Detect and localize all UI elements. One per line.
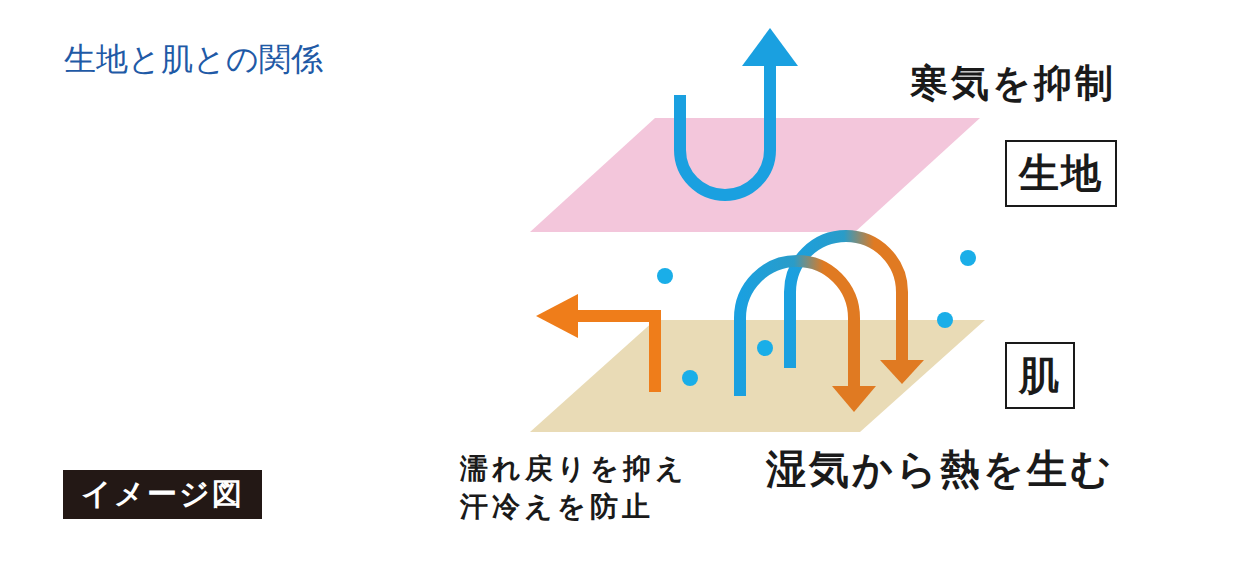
image-tag: イメージ図: [63, 470, 262, 519]
effect-label: 寒気を抑制: [910, 58, 1116, 109]
moisture-dots: [657, 250, 976, 386]
node-text: イメージ図: [81, 474, 244, 515]
node-text: 肌: [1019, 348, 1061, 403]
diagram-title: 生地と肌との関係: [64, 38, 323, 82]
cold-block-arrow: [680, 62, 770, 195]
heat-arc: [740, 261, 854, 396]
skin-layer: [530, 320, 985, 432]
arrow-head: [832, 386, 876, 412]
rewet-arrow: [575, 316, 655, 392]
arrow-head: [536, 294, 578, 338]
layer-label-box: 肌: [1005, 342, 1075, 409]
node-text: 生地: [1019, 146, 1103, 201]
effect-label: 湿気から熱を生む: [766, 442, 1114, 496]
effect-note: 濡れ戻りを抑え 汗冷えを防止: [460, 450, 720, 526]
layer-label-box: 生地: [1005, 140, 1117, 207]
arrow-head: [880, 360, 924, 384]
arrow-head: [742, 28, 798, 66]
